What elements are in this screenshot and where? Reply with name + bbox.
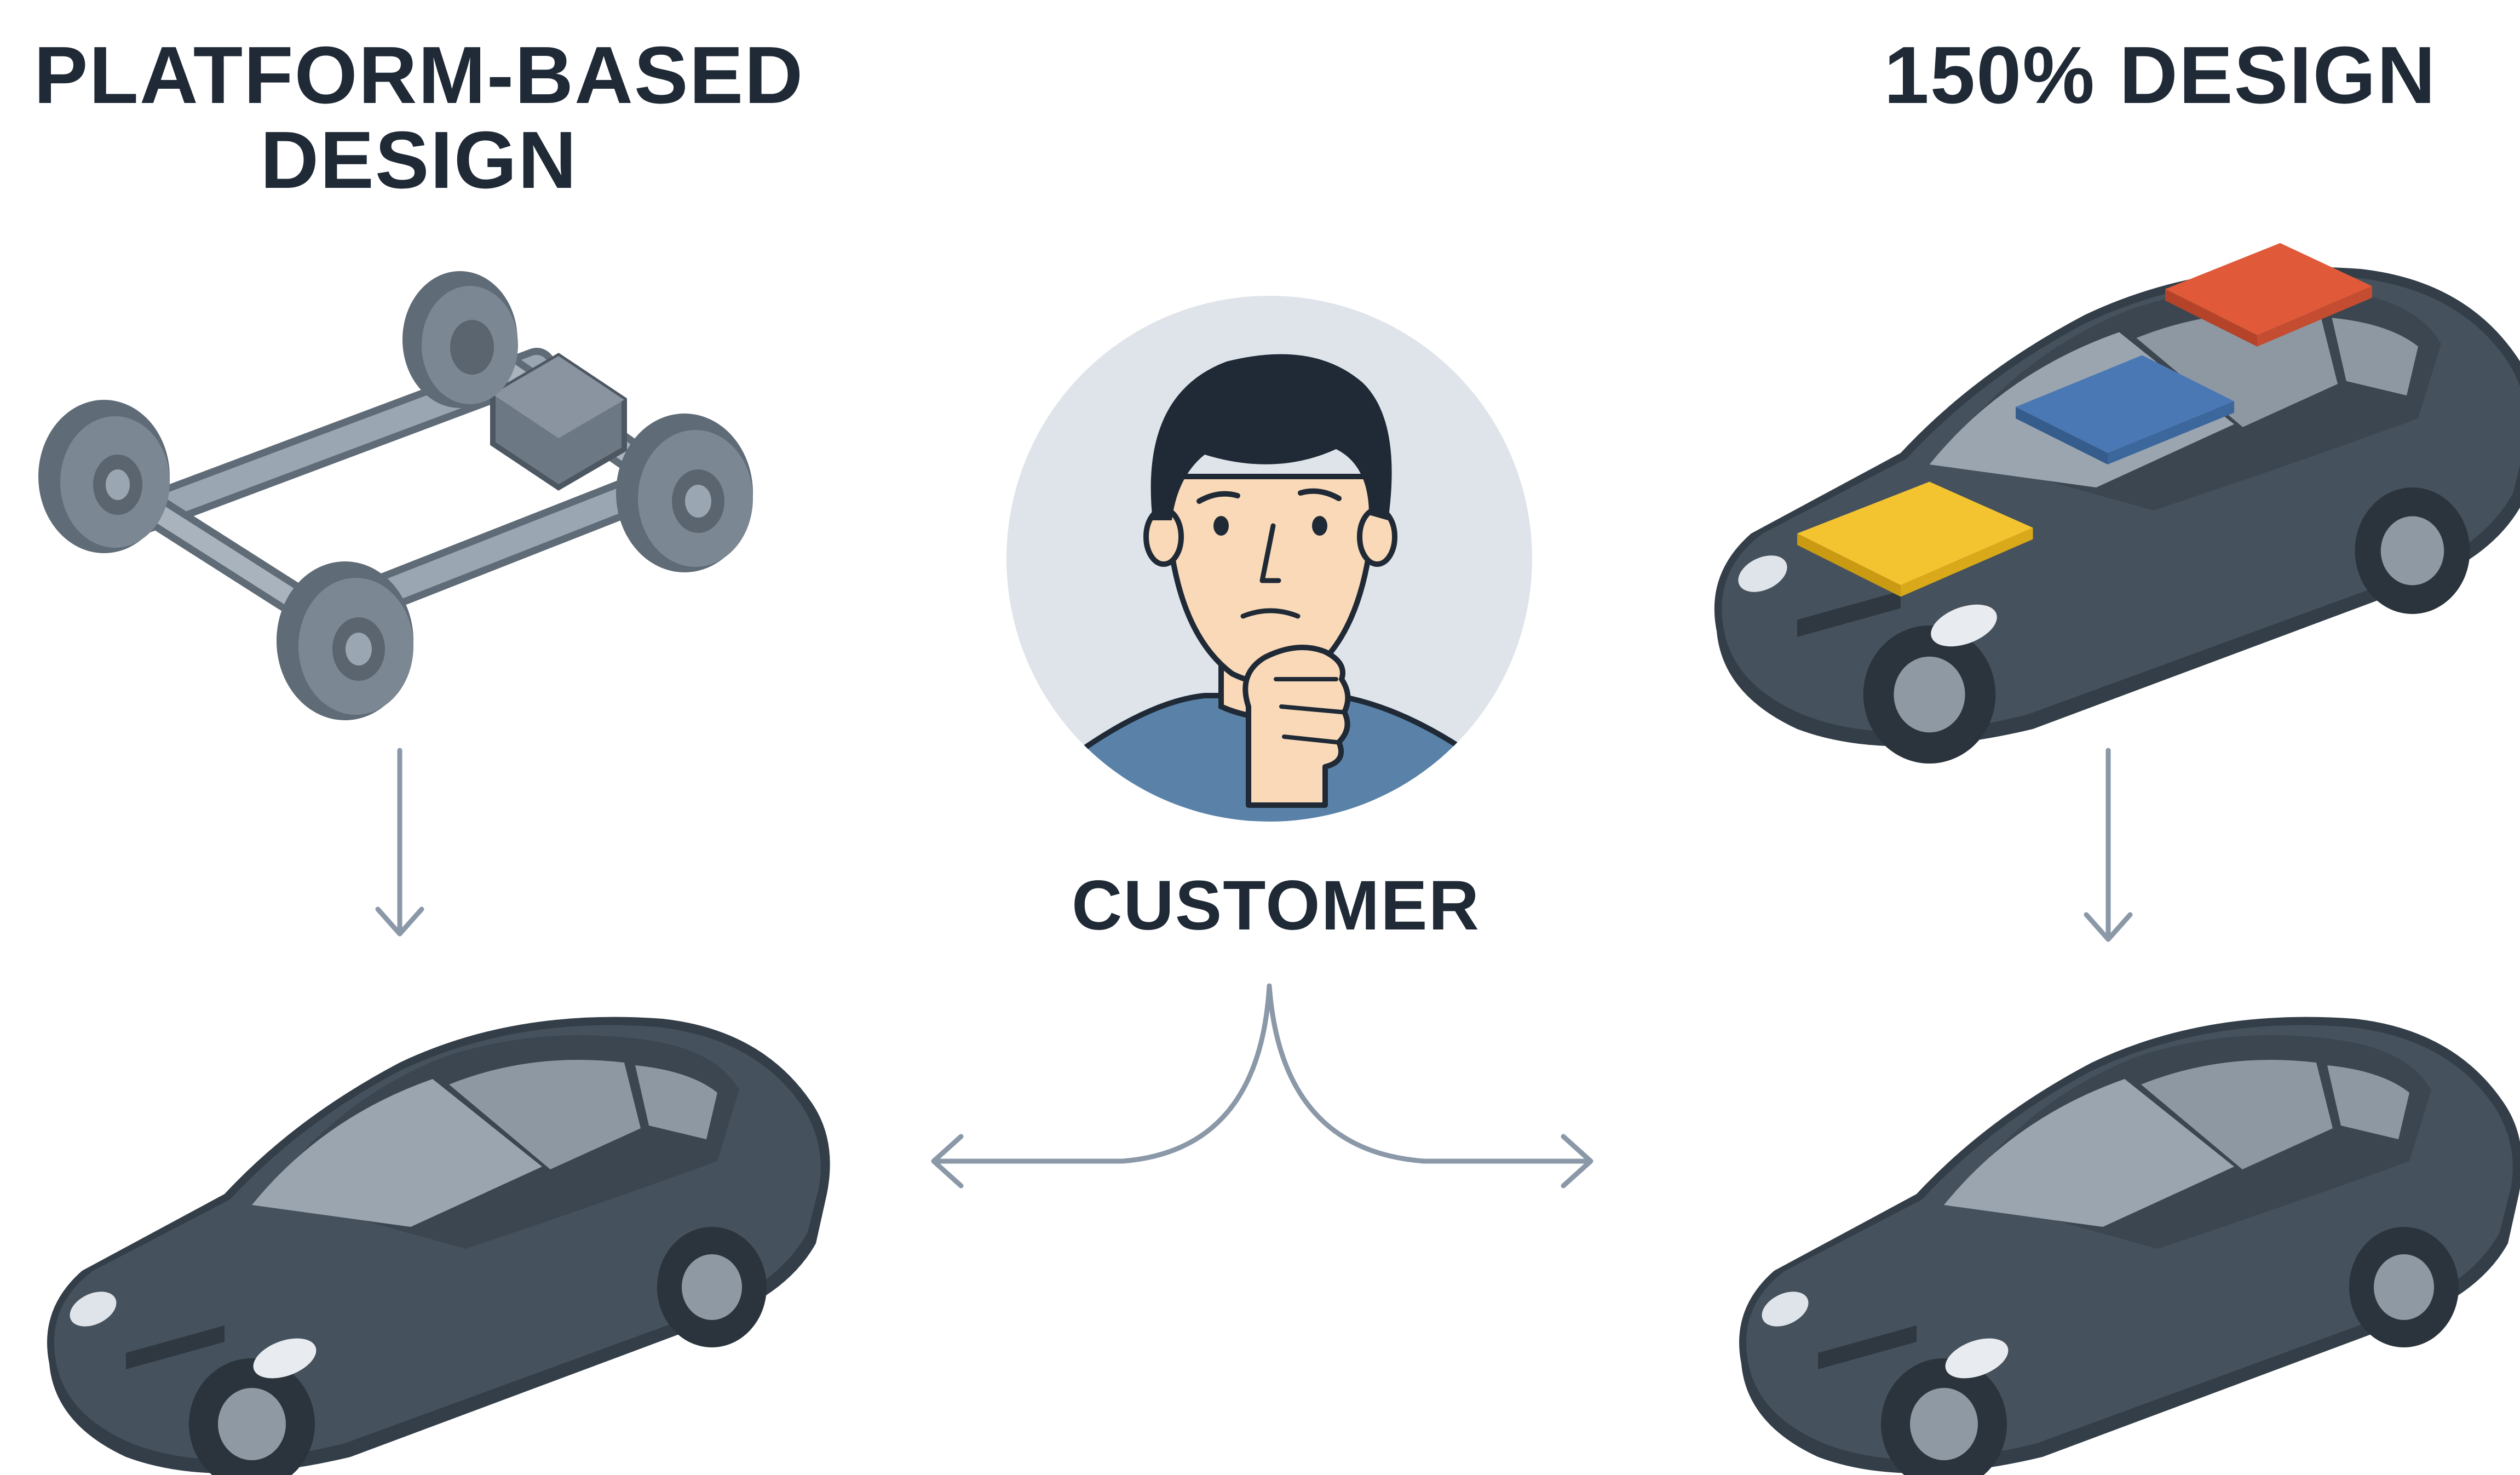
- 150-percent-design-title: 150% DESIGN: [1856, 33, 2464, 118]
- car-chassis-platform-icon: [38, 271, 753, 720]
- down-arrow-left-head: [375, 906, 424, 937]
- chassis-wheel: [402, 271, 518, 408]
- platform-based-design-title: PLATFORM-BASED DESIGN: [30, 33, 808, 203]
- title-line: DESIGN: [260, 115, 578, 206]
- branch-arrow-right: [1267, 983, 1591, 1164]
- module-blue: [2016, 355, 2234, 453]
- module-yellow: [1797, 481, 2033, 586]
- chassis-wheel: [616, 414, 753, 572]
- title-line: 150% DESIGN: [1884, 30, 2437, 120]
- sedan-car-with-modules-icon: [1714, 243, 2520, 764]
- sedan-car-icon: [1739, 1017, 2520, 1475]
- chassis-wheel: [277, 561, 413, 720]
- branch-arrow-left-head: [931, 1134, 964, 1189]
- customer-label: CUSTOMER: [1071, 866, 1481, 945]
- branch-arrow-left: [934, 983, 1272, 1164]
- chassis-wheel: [38, 400, 170, 553]
- sedan-car-icon: [47, 1017, 830, 1475]
- branch-arrow-right-head: [1561, 1134, 1593, 1189]
- thinking-person-icon: [1006, 296, 1532, 822]
- title-line: PLATFORM-BASED: [33, 30, 804, 120]
- module-red: [2165, 243, 2372, 335]
- down-arrow-right-head: [2084, 912, 2133, 942]
